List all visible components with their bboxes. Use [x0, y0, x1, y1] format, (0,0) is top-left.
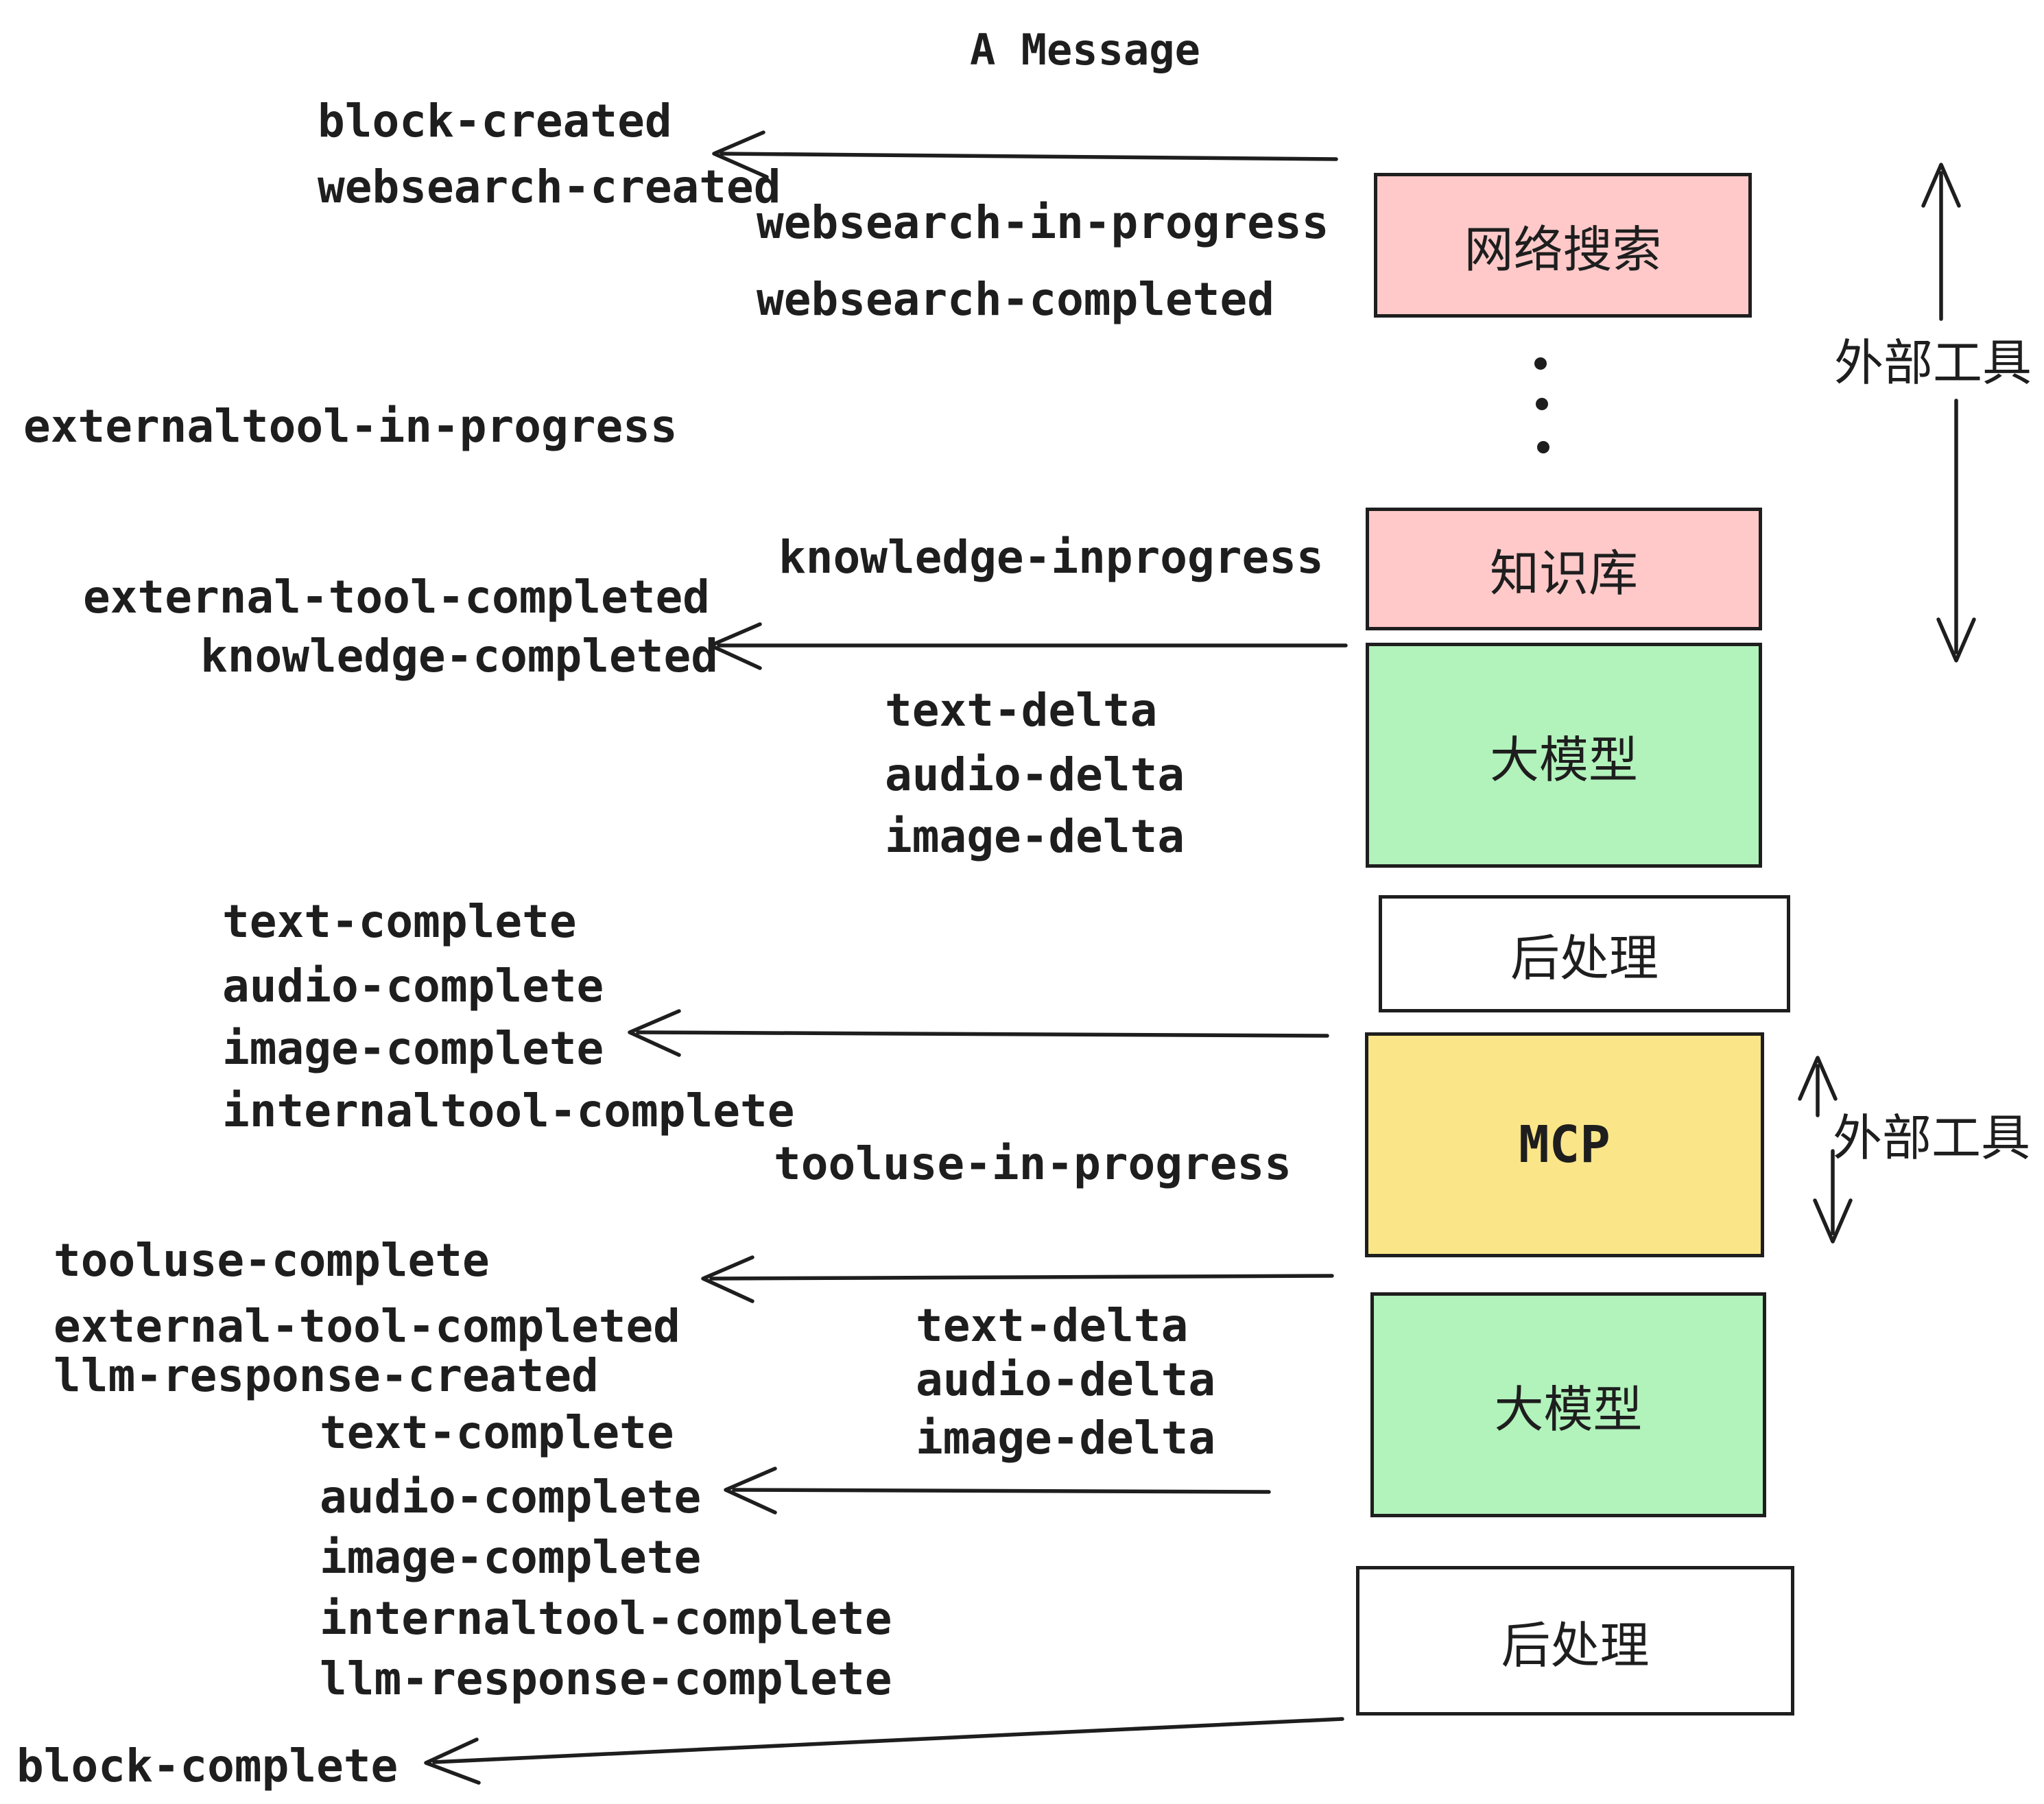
external-tools-down-arrow-top [1936, 399, 1976, 663]
box-knowledge-label: 知识库 [1489, 547, 1638, 602]
ellipsis-dot [1534, 357, 1547, 370]
box-websearch-label: 网络搜索 [1464, 223, 1662, 278]
event-image-delta-1: image-delta [885, 810, 1185, 863]
ellipsis-dot [1537, 441, 1549, 453]
external-tools-up-arrow-mcp [1798, 1056, 1838, 1117]
event-audio-delta-2: audio-delta [916, 1353, 1216, 1406]
arrow-to-audio-complete [724, 1467, 1271, 1515]
event-block-complete: block-complete [16, 1740, 399, 1792]
box-llm-1-label: 大模型 [1489, 733, 1638, 788]
box-llm-1: 大模型 [1366, 643, 1762, 868]
box-post-processing-1-label: 后处理 [1510, 931, 1659, 986]
box-llm-2: 大模型 [1370, 1292, 1766, 1517]
arrow-to-block-complete [424, 1717, 1344, 1785]
event-block-created: block-created [318, 95, 672, 147]
external-tools-label-top: 外部工具 [1834, 336, 2032, 391]
event-internaltool-complete-1: internaltool-complete [222, 1084, 795, 1137]
box-post-processing-2-label: 后处理 [1501, 1618, 1650, 1674]
event-knowledge-completed: knowledge-completed [200, 630, 718, 683]
event-audio-complete-1: audio-complete [222, 960, 604, 1012]
event-tooluse-complete: tooluse-complete [54, 1234, 490, 1287]
arrow-to-knowledge-completed [709, 622, 1348, 670]
event-knowledge-inprogress: knowledge-inprogress [779, 531, 1324, 584]
external-tools-label-mcp: 外部工具 [1833, 1111, 2031, 1166]
event-external-tool-completed-2: external-tool-completed [54, 1300, 680, 1353]
box-post-processing-1: 后处理 [1379, 895, 1790, 1012]
event-text-complete-2: text-complete [320, 1406, 674, 1459]
event-websearch-completed: websearch-completed [757, 273, 1274, 326]
box-post-processing-2: 后处理 [1356, 1566, 1794, 1716]
arrow-to-external-tool-completed [701, 1255, 1334, 1303]
event-image-delta-2: image-delta [916, 1412, 1216, 1464]
external-tools-down-arrow-mcp [1813, 1149, 1853, 1244]
event-websearch-created: websearch-created [318, 161, 781, 213]
event-audio-delta-1: audio-delta [885, 748, 1185, 801]
event-internaltool-complete-2: internaltool-complete [320, 1592, 892, 1645]
event-image-complete-2: image-complete [320, 1531, 702, 1584]
box-mcp-label: MCP [1519, 1115, 1611, 1174]
event-image-complete-1: image-complete [222, 1022, 604, 1075]
event-text-delta-1: text-delta [885, 684, 1158, 737]
event-audio-complete-2: audio-complete [320, 1471, 702, 1523]
box-llm-2-label: 大模型 [1494, 1382, 1643, 1438]
event-websearch-in-progress: websearch-in-progress [757, 196, 1329, 249]
event-externaltool-in-progress: externaltool-in-progress [23, 400, 678, 453]
event-external-tool-completed: external-tool-completed [83, 571, 710, 624]
arrow-to-image-complete [628, 1009, 1329, 1057]
event-text-delta-2: text-delta [916, 1299, 1189, 1352]
box-websearch: 网络搜索 [1374, 173, 1752, 318]
event-llm-response-complete: llm-response-complete [320, 1652, 892, 1705]
event-tooluse-in-progress: tooluse-in-progress [774, 1137, 1292, 1190]
page-title: A Message [970, 25, 1200, 75]
box-knowledge: 知识库 [1366, 508, 1762, 630]
external-tools-up-arrow-top [1921, 163, 1961, 321]
box-mcp: MCP [1365, 1032, 1764, 1257]
arrow-to-websearch-created [712, 130, 1338, 179]
ellipsis-dot [1536, 398, 1548, 410]
event-text-complete-1: text-complete [222, 895, 577, 948]
event-llm-response-created: llm-response-created [54, 1349, 599, 1402]
